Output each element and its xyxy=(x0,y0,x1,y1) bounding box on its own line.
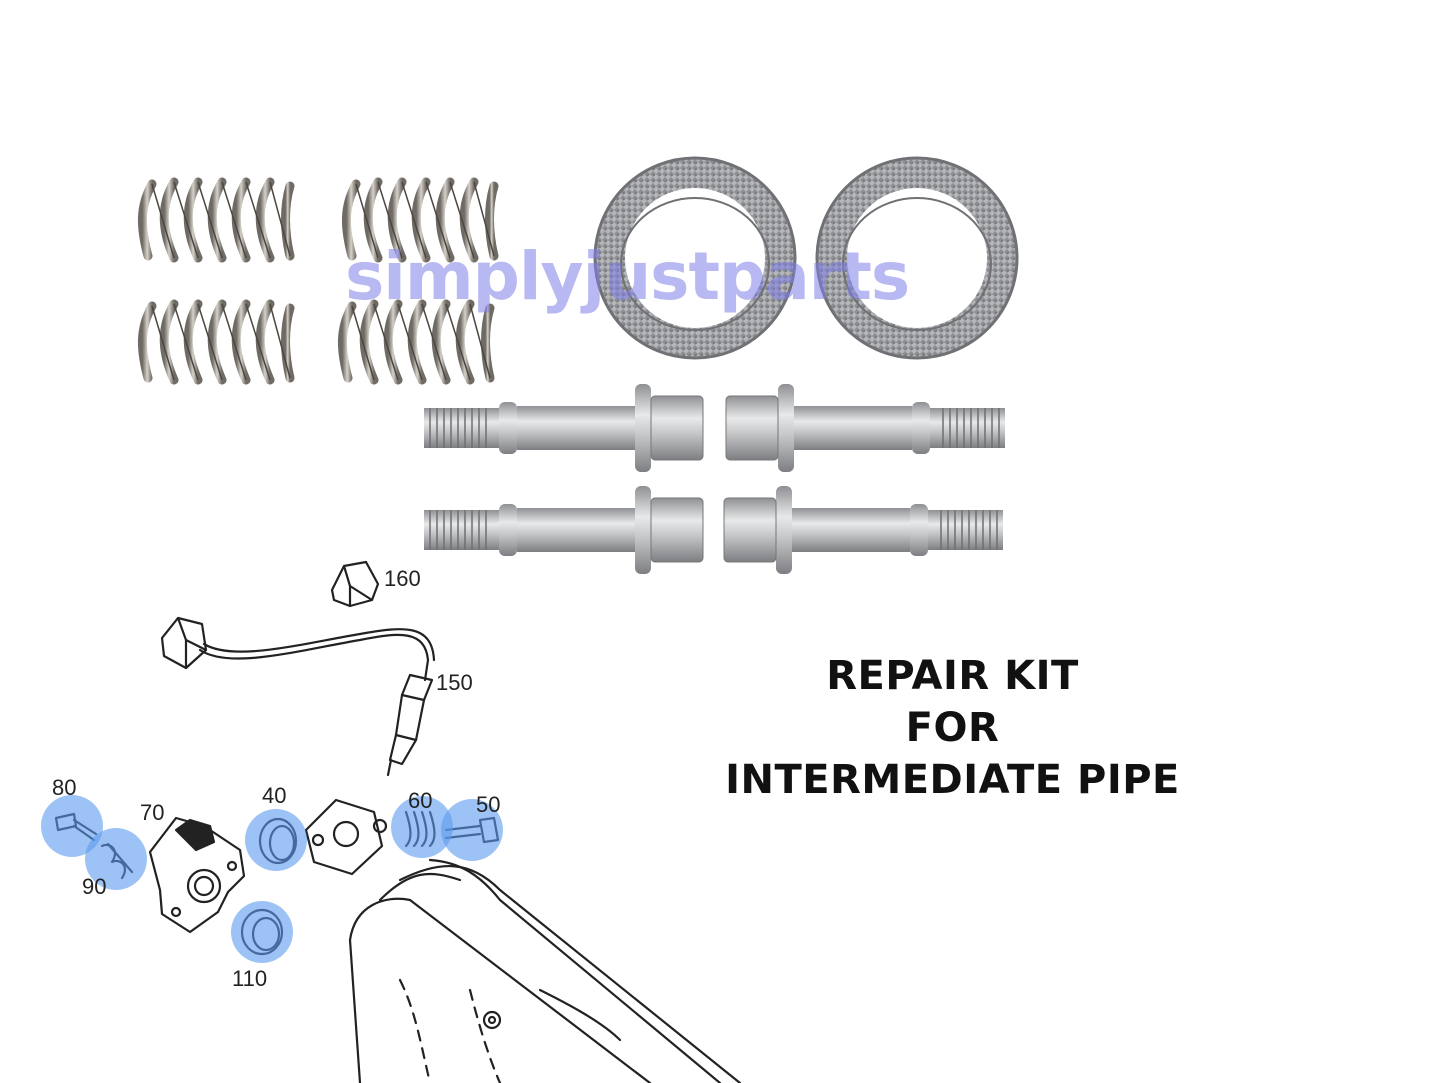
spring-icon xyxy=(138,176,298,266)
stud-bolt-icon xyxy=(725,383,1006,473)
spring-icon xyxy=(138,298,298,388)
callout-160: 160 xyxy=(384,566,421,591)
callout-40: 40 xyxy=(262,783,287,808)
stud-bolt-icon xyxy=(423,383,704,473)
callout-110: 110 xyxy=(232,966,268,991)
highlight-markers xyxy=(41,795,503,963)
callout-150: 150 xyxy=(436,670,473,695)
callout-50: 50 xyxy=(476,792,501,817)
callout-70: 70 xyxy=(140,800,165,825)
kit-title-line2: FOR xyxy=(905,705,1000,751)
callout-80: 80 xyxy=(52,775,77,800)
callout-60: 60 xyxy=(408,788,433,813)
callout-90: 90 xyxy=(82,874,107,899)
stud-bolt-icon xyxy=(723,485,1004,575)
stud-bolt-icon xyxy=(423,485,704,575)
watermark-text: simplyjustparts xyxy=(345,238,910,315)
kit-title-line3: INTERMEDIATE PIPE xyxy=(725,757,1180,803)
kit-title-line1: REPAIR KIT xyxy=(826,653,1079,699)
kit-title: REPAIR KIT FOR INTERMEDIATE PIPE xyxy=(700,650,1205,806)
